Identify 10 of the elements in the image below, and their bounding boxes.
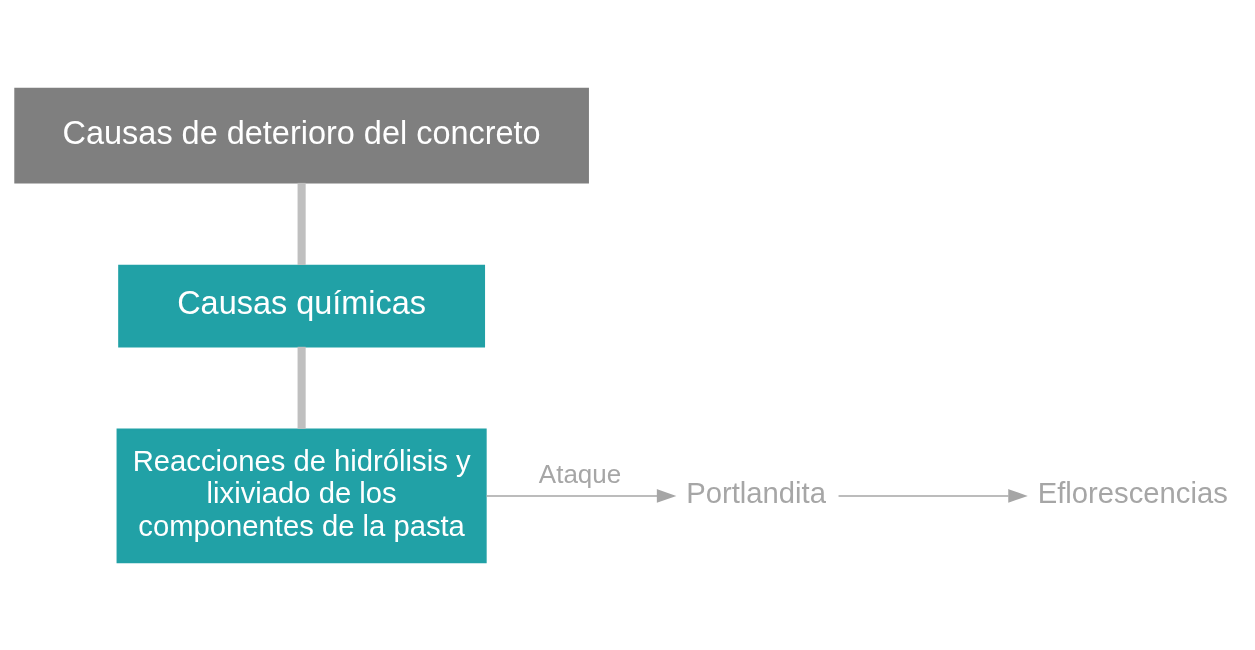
edge-label: Ataque bbox=[538, 458, 622, 489]
node-box: Causas químicas bbox=[118, 264, 486, 347]
connector bbox=[297, 346, 306, 429]
node-box: Reacciones de hidrólisis y lixiviado de los componentes de la pasta bbox=[116, 428, 487, 563]
node-text: Eflorescencias bbox=[1037, 476, 1228, 509]
arrow bbox=[837, 488, 1028, 503]
node-box: Causas de deterioro del concreto bbox=[14, 87, 589, 183]
node-text: Portlandita bbox=[686, 476, 826, 509]
arrow bbox=[485, 488, 677, 503]
connector bbox=[297, 182, 306, 265]
